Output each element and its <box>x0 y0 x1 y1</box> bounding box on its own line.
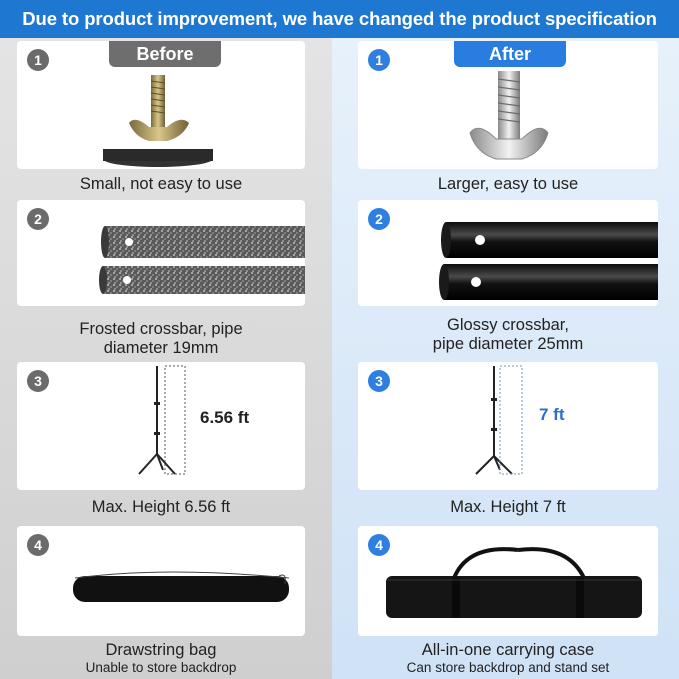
before-card-3: 3 6.56 ft <box>17 362 305 490</box>
after-card-1: 1 After <box>358 41 658 169</box>
before-card-1: 1 Before <box>17 41 305 169</box>
large-wing-screw-image <box>469 71 549 160</box>
glossy-crossbar-image <box>439 222 658 300</box>
light-stand-image <box>138 365 186 475</box>
caption-title: Drawstring bag <box>105 641 217 659</box>
height-value: 7 ft <box>539 405 565 424</box>
caption-line: pipe diameter 25mm <box>432 335 584 353</box>
after-card-3: 3 7 ft <box>358 362 658 490</box>
banner-title: Due to product improvement, we have chan… <box>0 0 679 38</box>
number-badge: 4 <box>27 534 49 556</box>
before-caption-3: Max. Height 6.56 ft <box>91 498 231 516</box>
caption-title: All-in-one carrying case <box>421 641 595 659</box>
caption-sub: Can store backdrop and stand set <box>406 660 610 675</box>
before-caption-4: Drawstring bag Unable to store backdrop <box>17 641 305 676</box>
caption-line: diameter 19mm <box>103 339 219 357</box>
before-tab: Before <box>109 41 221 67</box>
drawstring-bag-image <box>73 571 290 602</box>
after-card-2: 2 <box>358 200 658 306</box>
height-value: 6.56 ft <box>200 408 250 427</box>
after-card-4: 4 <box>358 526 658 636</box>
number-badge: 2 <box>368 208 390 230</box>
number-badge: 2 <box>27 208 49 230</box>
carrying-case-image <box>386 547 642 618</box>
number-badge: 4 <box>368 534 390 556</box>
number-badge: 1 <box>27 49 49 71</box>
before-caption-2: Frosted crossbar, pipe diameter 19mm <box>17 320 305 358</box>
after-caption-2: Glossy crossbar, pipe diameter 25mm <box>358 316 658 354</box>
after-caption-4: All-in-one carrying case Can store backd… <box>358 641 658 676</box>
caption-line: Frosted crossbar, pipe <box>79 320 243 338</box>
after-caption-3: Max. Height 7 ft <box>450 498 566 516</box>
after-caption-1: Larger, easy to use <box>437 175 579 193</box>
number-badge: 3 <box>27 370 49 392</box>
after-tab: After <box>454 41 566 67</box>
number-badge: 1 <box>368 49 390 71</box>
frosted-crossbar-image <box>99 226 305 294</box>
caption-line: Glossy crossbar, <box>447 316 569 334</box>
number-badge: 3 <box>368 370 390 392</box>
caption-sub: Unable to store backdrop <box>85 660 237 675</box>
before-caption-1: Small, not easy to use <box>79 175 243 193</box>
before-card-4: 4 <box>17 526 305 636</box>
before-card-2: 2 <box>17 200 305 306</box>
small-wing-screw-image <box>103 75 213 167</box>
light-stand-image <box>475 365 523 475</box>
